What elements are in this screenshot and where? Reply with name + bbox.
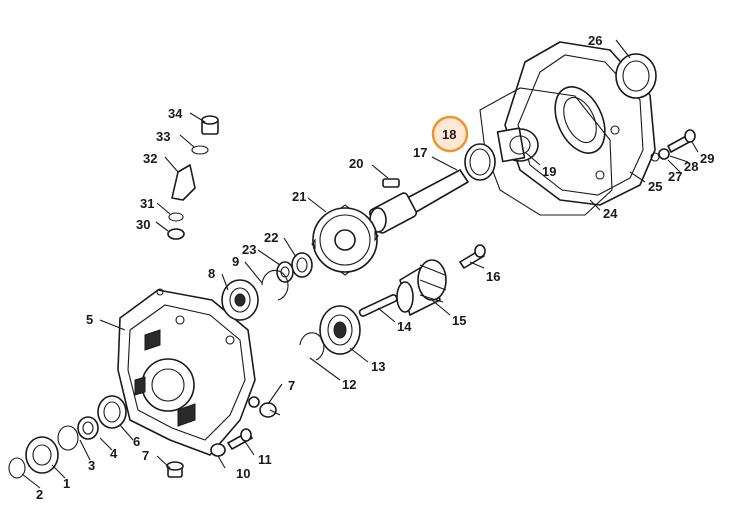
label-19: 19 — [542, 164, 556, 179]
label-28: 28 — [684, 159, 698, 174]
label-9: 9 — [232, 254, 239, 269]
label-12: 12 — [342, 377, 356, 392]
label-30: 30 — [136, 217, 150, 232]
label-15: 15 — [452, 313, 466, 328]
bearing-13 — [319, 305, 361, 355]
label-20: 20 — [349, 156, 363, 171]
bearing-1 — [25, 436, 59, 474]
label-3: 3 — [88, 458, 95, 473]
label-27: 27 — [668, 169, 682, 184]
bolt-16 — [459, 244, 486, 269]
snap-ring-22 — [291, 252, 313, 278]
label-8: 8 — [208, 266, 215, 281]
washer-23 — [276, 261, 294, 283]
label-7-upper: 7 — [288, 378, 295, 393]
label-14: 14 — [397, 319, 412, 334]
leader-lines — [21, 39, 699, 489]
ring-2 — [8, 457, 26, 479]
seal — [615, 53, 657, 99]
o-ring — [57, 425, 79, 451]
label-1: 1 — [63, 476, 70, 491]
label-26: 26 — [588, 33, 602, 48]
label-17: 17 — [413, 145, 427, 160]
ring — [464, 143, 496, 181]
label-2: 2 — [36, 487, 43, 502]
label-13: 13 — [371, 359, 385, 374]
ring-31 — [168, 212, 184, 222]
plug-6 — [166, 461, 184, 478]
label-29: 29 — [700, 151, 714, 166]
key — [382, 178, 400, 188]
circlip-12 — [299, 332, 325, 361]
label-10: 10 — [236, 466, 250, 481]
label-25: 25 — [648, 179, 662, 194]
seal-3 — [77, 416, 99, 440]
seal-33 — [191, 145, 209, 155]
label-6: 6 — [133, 434, 140, 449]
label-34: 34 — [168, 106, 183, 121]
screw-29 — [667, 129, 696, 153]
part-labels: 2 1 3 4 5 6 7 7 8 9 10 11 12 13 14 15 16… — [36, 33, 714, 502]
label-33: 33 — [156, 129, 170, 144]
washer-28 — [658, 148, 670, 160]
label-16: 16 — [486, 269, 500, 284]
pinion — [396, 259, 447, 316]
gearbox-housing — [117, 288, 256, 456]
circlip-9 — [261, 269, 289, 301]
seal-ring-4 — [97, 395, 127, 429]
washer-10 — [210, 443, 226, 457]
highlight-marker-18 — [431, 115, 469, 153]
label-23: 23 — [242, 242, 256, 257]
spur-gear — [311, 204, 379, 276]
screw-11 — [227, 428, 253, 450]
label-24: 24 — [603, 206, 618, 221]
label-22: 22 — [264, 230, 278, 245]
elbow-32 — [171, 164, 196, 201]
washer-27 — [650, 152, 660, 162]
label-11: 11 — [258, 452, 272, 467]
label-18: 18 — [442, 127, 456, 142]
pin — [358, 294, 398, 317]
bearing-8 — [221, 279, 259, 321]
label-32: 32 — [143, 151, 157, 166]
label-5: 5 — [86, 312, 93, 327]
fastener-7 — [248, 396, 277, 418]
bearing — [496, 127, 539, 163]
washer-30 — [167, 228, 185, 240]
label-31: 31 — [140, 196, 154, 211]
fill-plug-34 — [201, 115, 219, 135]
shaft — [368, 169, 469, 234]
label-7-lower: 7 — [142, 448, 149, 463]
label-21: 21 — [292, 189, 306, 204]
label-4: 4 — [110, 446, 118, 461]
